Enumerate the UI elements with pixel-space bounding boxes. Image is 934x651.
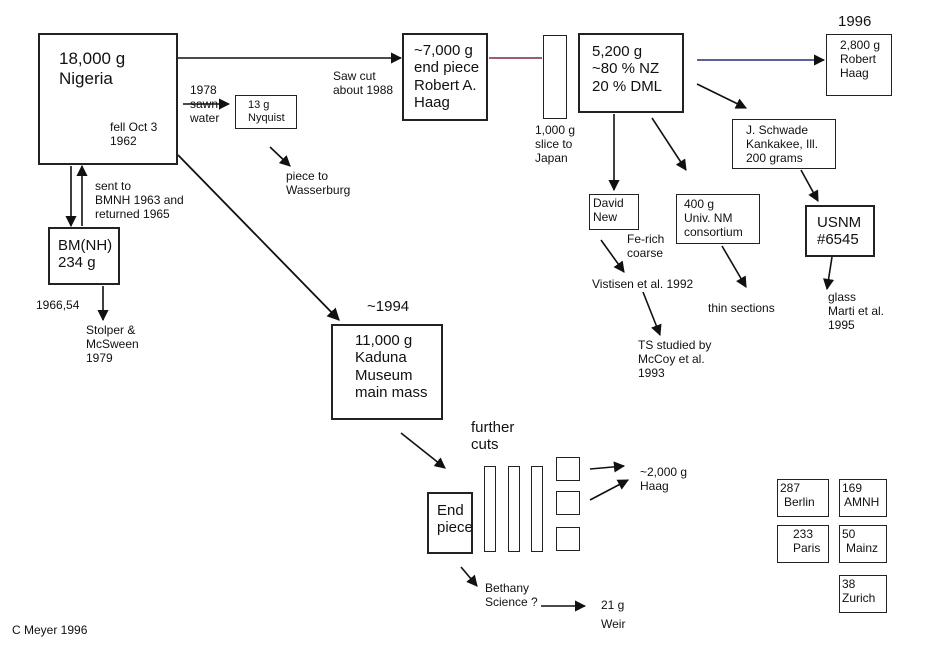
- nz-dml-box: 5,200 g ~80 % NZ 20 % DML: [578, 33, 684, 113]
- collection-amnh: 169 AMNH: [839, 479, 887, 517]
- fe-rich-note: Fe-rich coarse: [627, 232, 665, 260]
- japan-slice-label: 1,000 g slice to Japan: [535, 123, 576, 165]
- end-piece-label: End piece: [437, 502, 473, 537]
- usnm-label: USNM #6545: [817, 214, 862, 249]
- collection-name: AMNH: [844, 495, 880, 509]
- cut-piece-1: [556, 457, 580, 481]
- arrow-schwade-to-usnm: [800, 169, 819, 202]
- arrow-end-to-bethany: [460, 566, 478, 587]
- arrow-vistisen-to-ts: [642, 291, 662, 337]
- marti-ref: glass Marti et al. 1995: [828, 290, 885, 332]
- collection-paris: 233 Paris: [777, 525, 829, 563]
- collection-mass: 287: [780, 481, 801, 495]
- haag-1996-box: 2,800 g Robert Haag: [826, 34, 892, 96]
- arrow-david-to-vistisen: [600, 239, 625, 273]
- nz-dml-label: 5,200 g ~80 % NZ 20 % DML: [592, 43, 663, 95]
- wasserburg-note: piece to Wasserburg: [286, 169, 351, 197]
- arrow-nz-to-schwade: [696, 83, 748, 109]
- japan-slice-box: [543, 35, 567, 119]
- collection-mass: 38: [842, 577, 856, 591]
- nyquist-box: 13 g Nyquist: [235, 95, 297, 129]
- arrow-cut-1-to-haag: [589, 461, 626, 473]
- saw-cut-note: Saw cut about 1988: [333, 69, 394, 97]
- kaduna-year: ~1994: [367, 298, 410, 315]
- arrow-cut-2-to-haag: [589, 479, 629, 501]
- arrow-unm-to-thin-sections: [721, 245, 747, 288]
- kaduna-box: 11,000 g Kaduna Museum main mass: [331, 324, 443, 420]
- arrow-main-to-kaduna: [177, 154, 340, 321]
- collection-name: Paris: [793, 541, 821, 555]
- main-mass-name: Nigeria: [59, 69, 113, 88]
- main-mass-weight: 18,000 g: [59, 49, 126, 68]
- bmnh-label: BM(NH) 234 g: [58, 237, 113, 272]
- collection-berlin: 287 Berlin: [777, 479, 829, 517]
- haag-end-piece-label: ~7,000 g end piece Robert A. Haag: [414, 42, 480, 111]
- arrow-kaduna-to-cuts: [400, 432, 446, 469]
- collection-mainz: 50 Mainz: [839, 525, 887, 563]
- bethany-label: Bethany Science ?: [485, 581, 538, 609]
- end-piece-box: End piece: [427, 492, 473, 554]
- unm-box: 400 g Univ. NM consortium: [676, 194, 760, 244]
- bmnh-note: sent to BMNH 1963 and returned 1965: [95, 179, 184, 221]
- collection-zurich: 38 Zurich: [839, 575, 887, 613]
- thin-sections-note: thin sections: [708, 301, 775, 315]
- collection-mass: 233: [793, 527, 814, 541]
- cut-piece-2: [556, 491, 580, 515]
- slab-2: [508, 466, 520, 552]
- arrow-nz-to-unm: [651, 117, 687, 171]
- haag-1996-label: 2,800 g Robert Haag: [840, 38, 881, 80]
- cut-piece-3: [556, 527, 580, 551]
- arrow-usnm-to-glass: [823, 256, 835, 291]
- usnm-box: USNM #6545: [805, 205, 875, 257]
- slab-3: [531, 466, 543, 552]
- nyquist-note: 1978 sawn, water: [190, 83, 222, 125]
- bmnh-box: BM(NH) 234 g: [48, 227, 120, 285]
- vistisen-ref: Vistisen et al. 1992: [592, 277, 694, 291]
- collection-name: Berlin: [784, 495, 815, 509]
- slab-1: [484, 466, 496, 552]
- weir-mass: 21 g: [601, 598, 625, 612]
- schwade-box: J. Schwade Kankakee, Ill. 200 grams: [732, 119, 836, 169]
- nyquist-label: 13 g Nyquist: [248, 99, 285, 124]
- stolper-ref: Stolper & McSween 1979: [86, 323, 139, 365]
- further-cuts-label: further cuts: [471, 419, 515, 454]
- fall-date: fell Oct 3 1962: [110, 120, 158, 148]
- david-new-label: David New: [593, 196, 624, 224]
- arrow-nyquist-to-wasserburg: [269, 146, 291, 167]
- haag-1996-year: 1996: [838, 13, 872, 30]
- collection-mass: 169: [842, 481, 863, 495]
- unm-label: 400 g Univ. NM consortium: [684, 197, 743, 239]
- haag-end-piece-box: ~7,000 g end piece Robert A. Haag: [402, 33, 488, 121]
- mccoy-ref: TS studied by McCoy et al. 1993: [638, 338, 712, 380]
- author-credit: C Meyer 1996: [12, 623, 88, 637]
- main-mass-box: 18,000 g Nigeria fell Oct 3 1962: [38, 33, 178, 165]
- kaduna-label: 11,000 g Kaduna Museum main mass: [355, 332, 428, 401]
- collection-mass: 50: [842, 527, 856, 541]
- bmnh-date: 1966,54: [36, 298, 80, 312]
- weir-label: Weir: [601, 617, 626, 631]
- collection-name: Zurich: [842, 591, 876, 605]
- david-new-box: David New: [589, 194, 639, 230]
- schwade-label: J. Schwade Kankakee, Ill. 200 grams: [746, 123, 819, 165]
- haag-2000-label: ~2,000 g Haag: [640, 465, 688, 493]
- collection-name: Mainz: [846, 541, 879, 555]
